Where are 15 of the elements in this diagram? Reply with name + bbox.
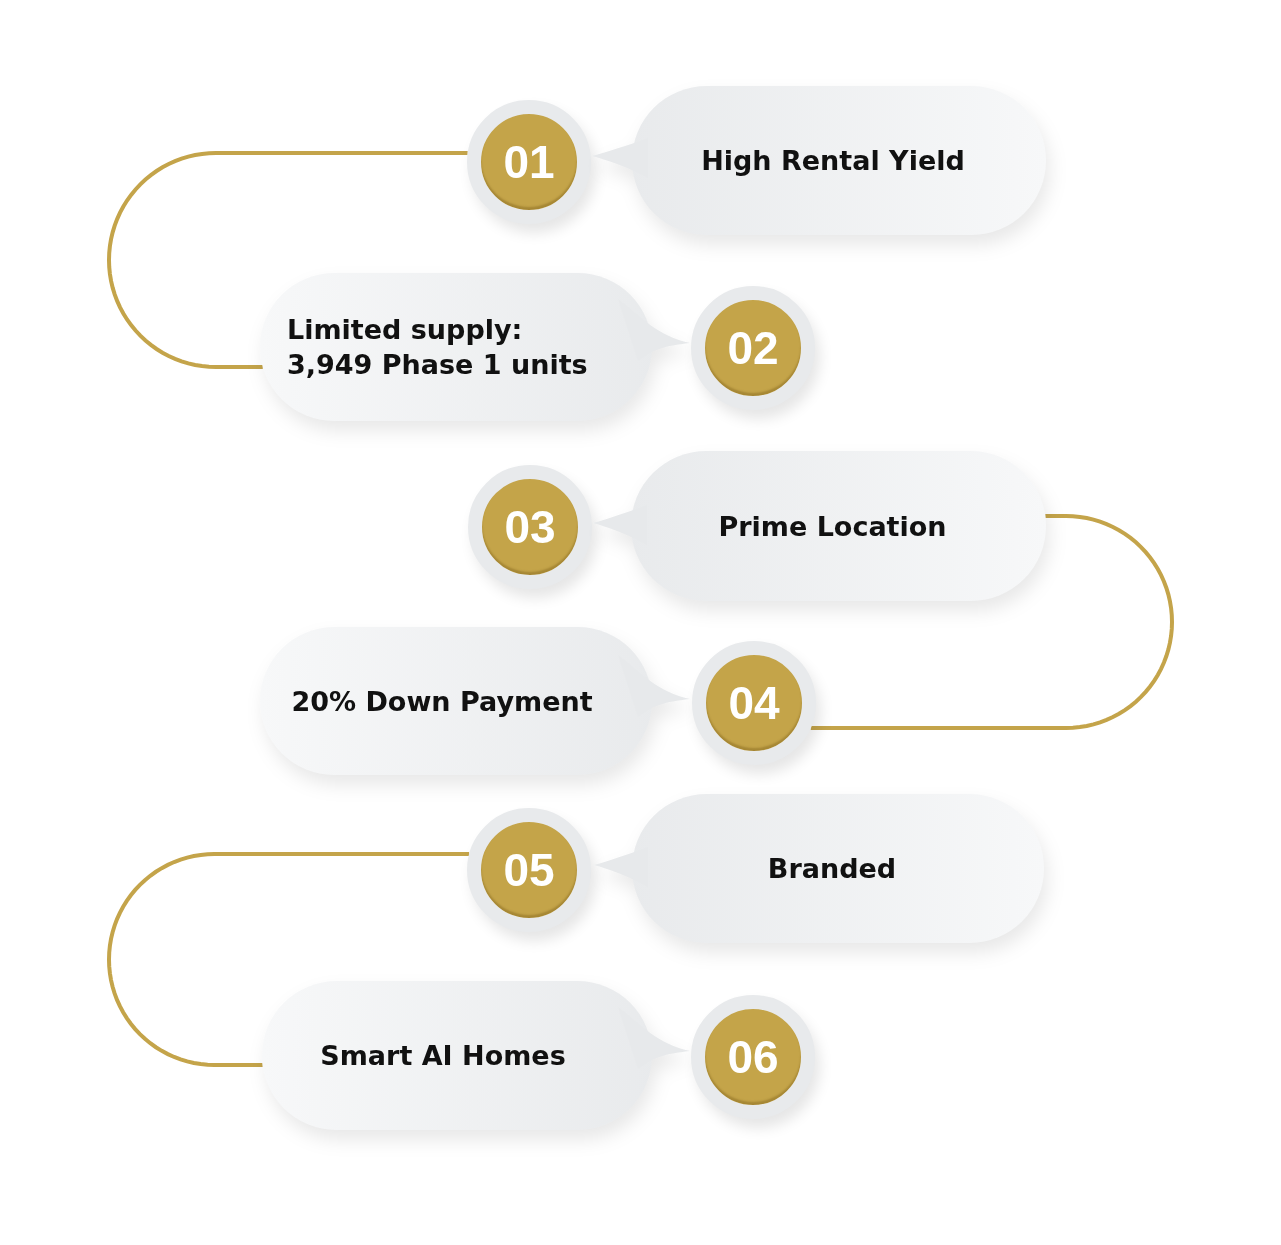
step-number: 01 (503, 139, 555, 185)
step-number: 04 (728, 680, 780, 726)
step-number: 06 (727, 1034, 779, 1080)
bubble-text: Branded (767, 852, 897, 886)
bubble-text: 20% Down Payment (291, 684, 593, 719)
bubble-text: Limited supply: 3,949 Phase 1 units (287, 313, 589, 382)
bubble-text: High Rental Yield (701, 144, 965, 178)
step-number: 05 (503, 847, 555, 893)
step-number: 03 (504, 504, 556, 550)
connector-line (810, 514, 1174, 730)
bubble-text: Prime Location (718, 509, 947, 544)
step-number: 02 (727, 325, 779, 371)
connector-line (107, 151, 468, 369)
connector-line (107, 852, 470, 1067)
bubble-text: Smart AI Homes (320, 1039, 566, 1073)
